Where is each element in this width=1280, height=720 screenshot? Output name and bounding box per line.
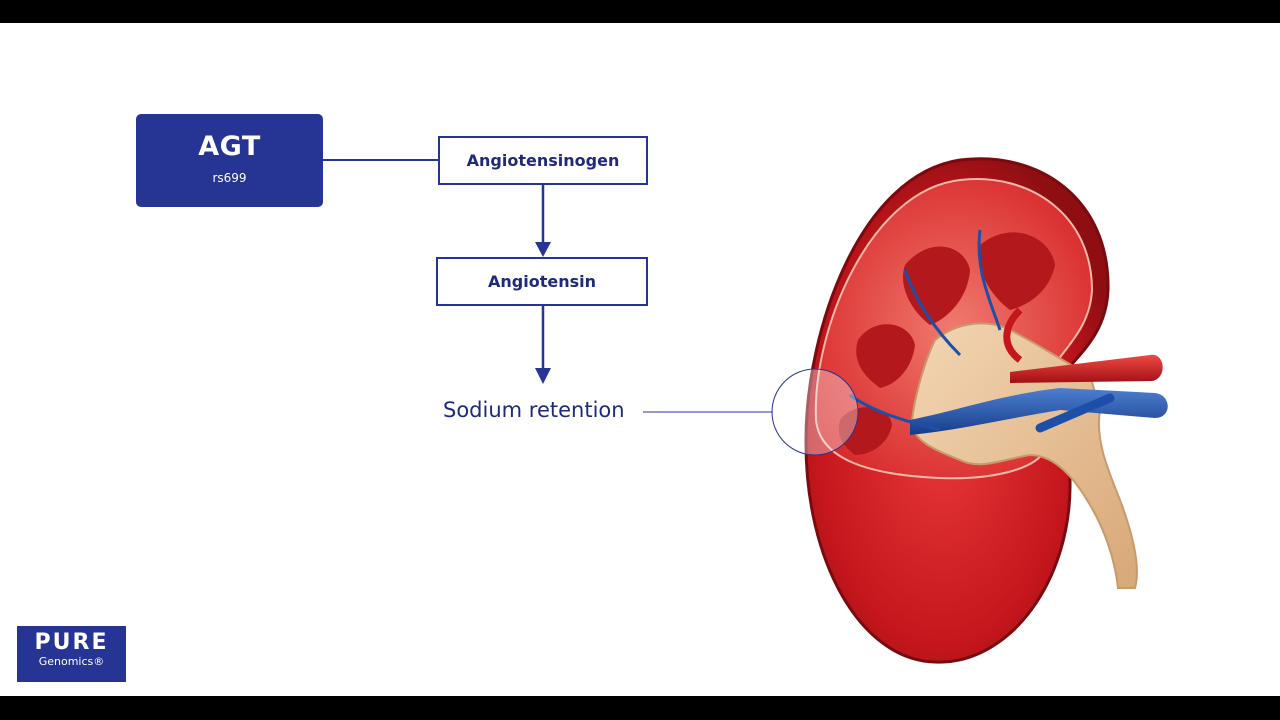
renal-pyramid	[838, 407, 892, 455]
renal-artery	[1010, 354, 1163, 383]
renal-pyramid	[856, 324, 915, 388]
flow-box-angiotensinogen: Angiotensinogen	[438, 136, 648, 185]
logo-line2: Genomics®	[38, 655, 105, 668]
gene-box-agt: AGT rs699	[136, 114, 323, 207]
arrowhead-1	[535, 242, 551, 257]
magnifier-circle	[771, 368, 859, 456]
artery-branch	[1003, 307, 1023, 363]
gene-variant: rs699	[212, 171, 247, 185]
outcome-label: Sodium retention	[443, 398, 625, 422]
arrowhead-2	[535, 368, 551, 384]
logo-line1: PURE	[34, 630, 109, 655]
pure-genomics-logo: PURE Genomics®	[17, 626, 126, 682]
renal-pyramid	[979, 232, 1055, 310]
vein-branch	[903, 269, 962, 357]
vein-branch	[1035, 393, 1115, 433]
gene-name: AGT	[198, 131, 261, 162]
vein-branch	[977, 229, 1002, 331]
flow-box-angiotensin: Angiotensin	[436, 257, 648, 306]
